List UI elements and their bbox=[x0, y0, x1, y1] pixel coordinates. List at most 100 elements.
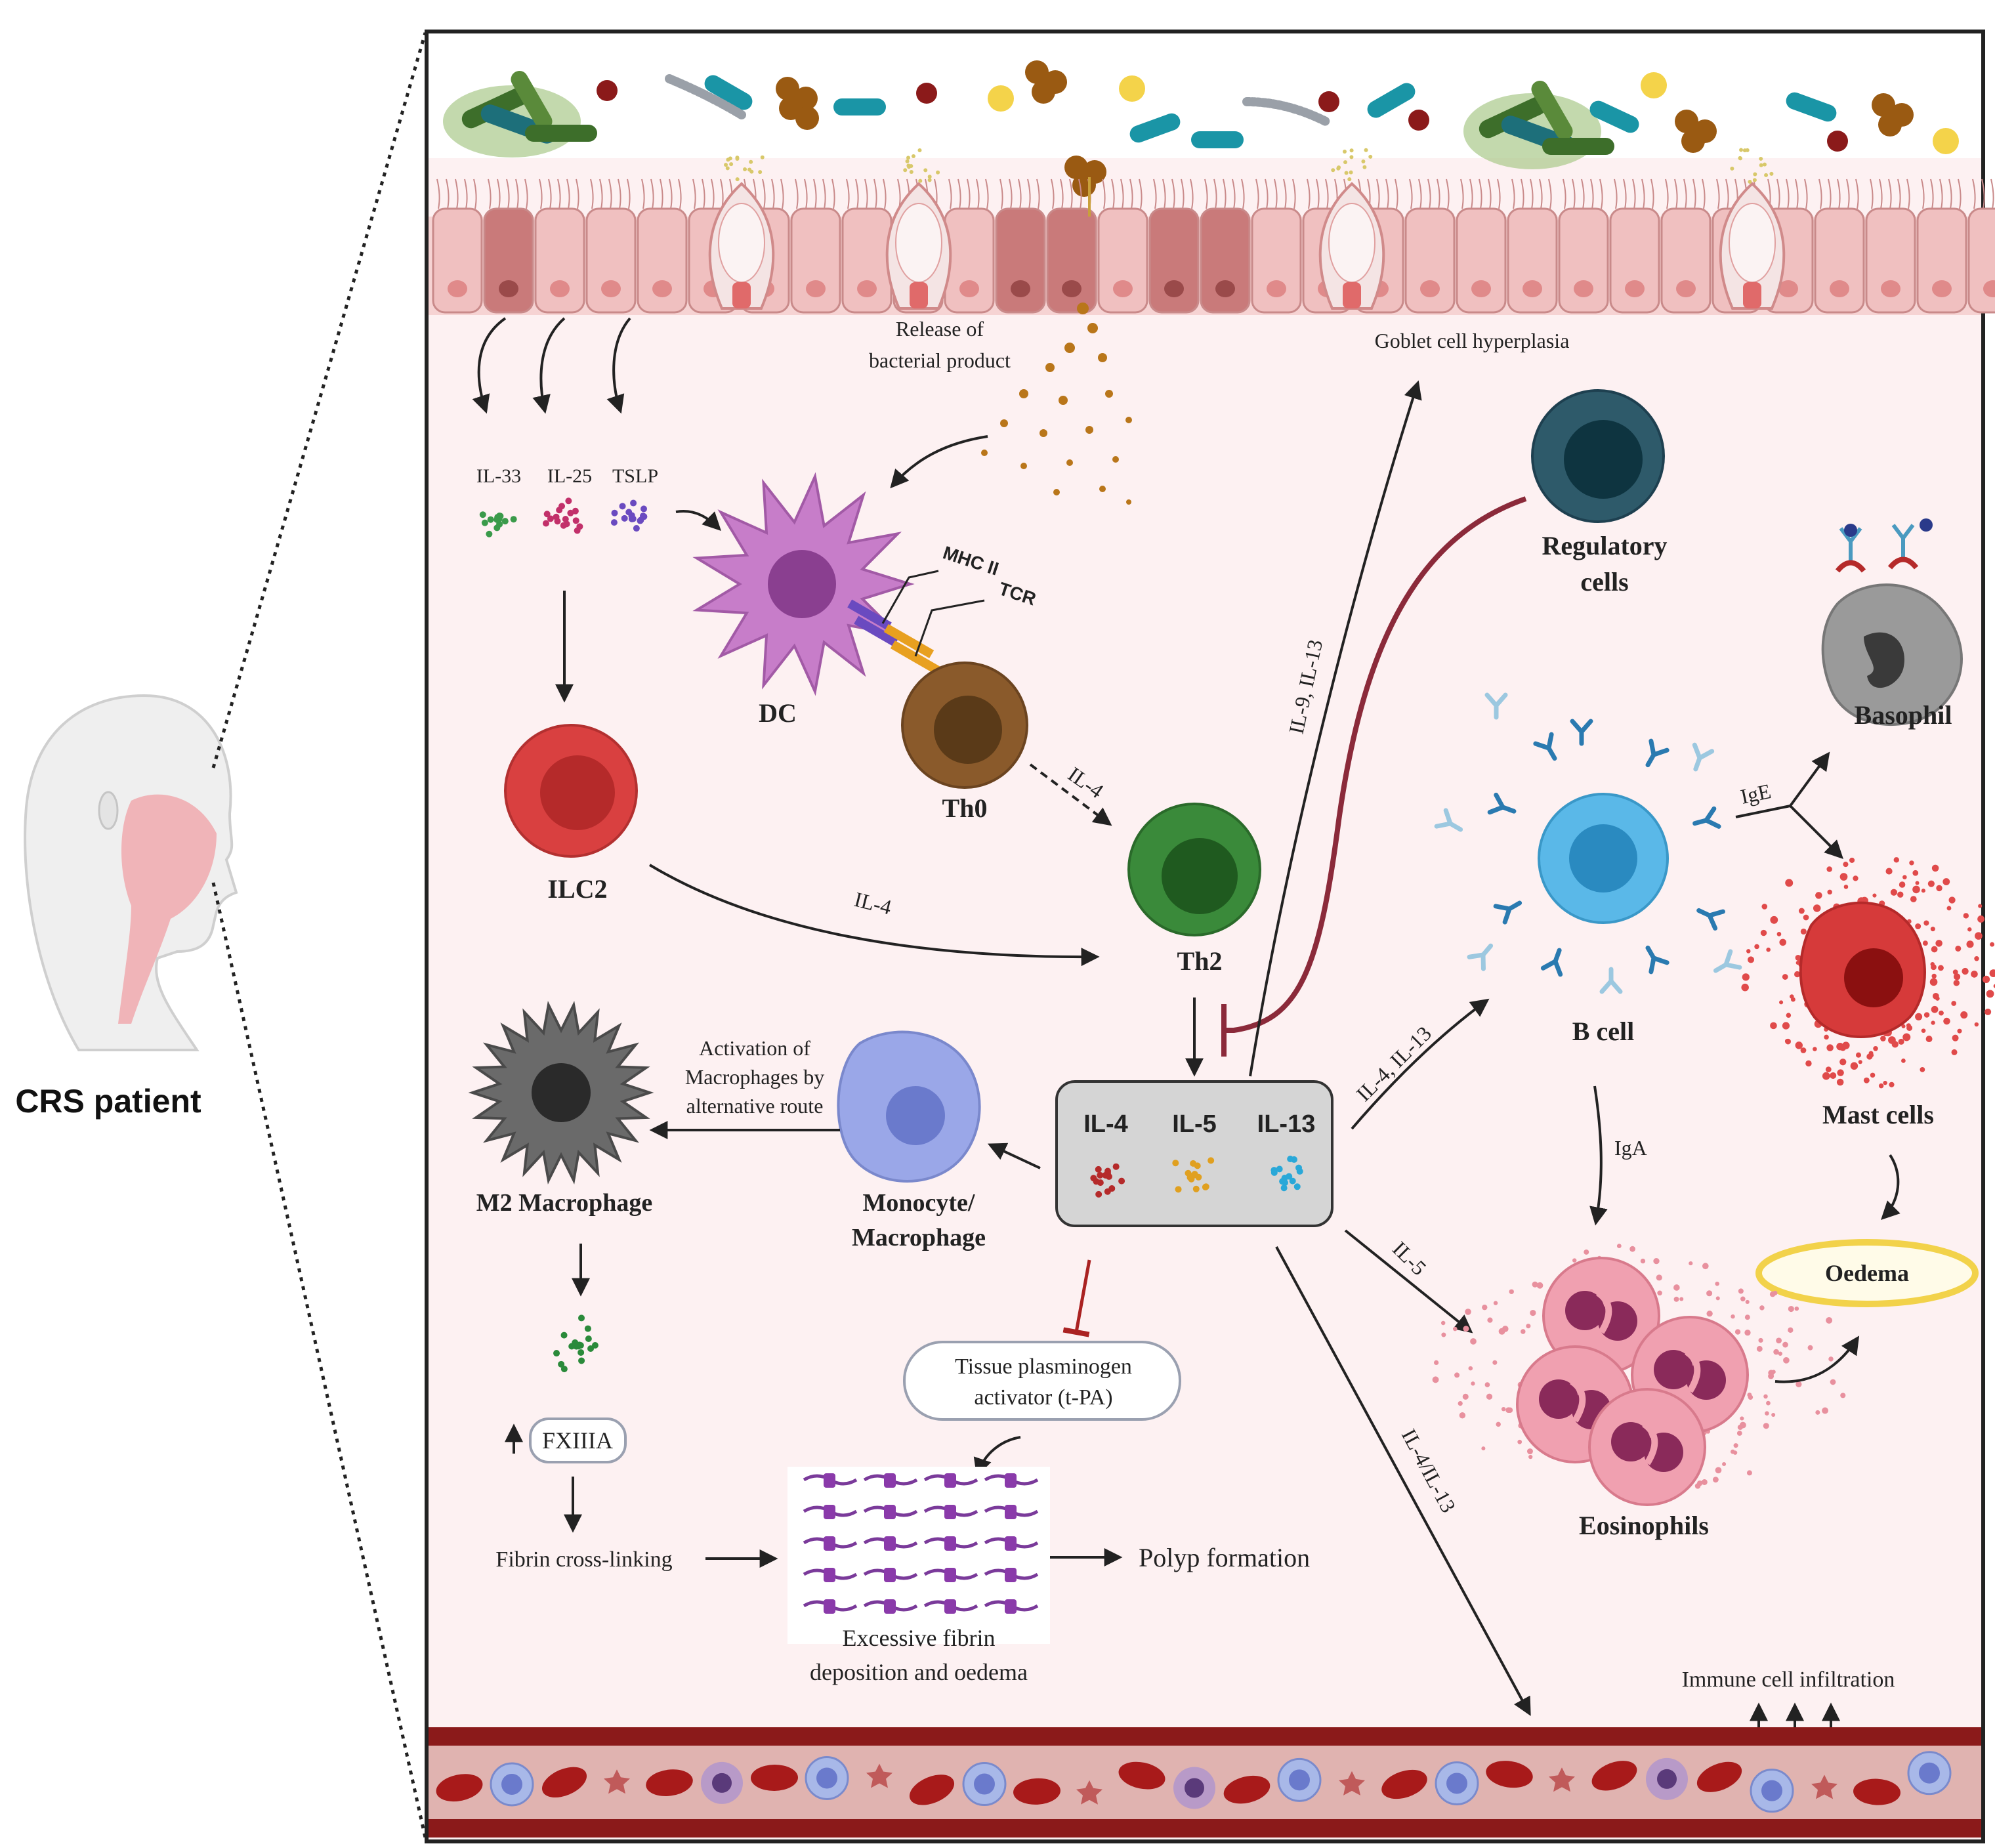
arrow-cytokines-infiltration bbox=[1275, 1246, 1531, 1716]
dc-label: DC bbox=[759, 698, 797, 728]
epithelial-cell bbox=[1916, 178, 1967, 314]
treg-inhibition-line bbox=[1224, 496, 1527, 1033]
zoom-line-top bbox=[211, 32, 427, 768]
goblet-cell bbox=[708, 155, 775, 310]
platelet bbox=[1549, 1767, 1575, 1792]
eosinophil-cell bbox=[1588, 1388, 1706, 1506]
epithelial-cell bbox=[995, 178, 1046, 314]
antibody-icon bbox=[1487, 792, 1517, 815]
antibody-icon bbox=[1570, 719, 1593, 746]
epithelial-cell bbox=[1404, 178, 1456, 314]
biofilm-left bbox=[443, 70, 597, 158]
antibody-icon bbox=[1645, 738, 1670, 768]
epithelial-cell bbox=[637, 178, 688, 314]
epithelial-cell bbox=[1251, 178, 1302, 314]
fibrin-deposition-label-line2: deposition and oedema bbox=[810, 1659, 1028, 1685]
red-blood-cell bbox=[646, 1769, 693, 1797]
monocyte-label-line2: Macrophage bbox=[852, 1224, 986, 1251]
microbe-cluster bbox=[1025, 60, 1067, 104]
epithelial-cell bbox=[432, 178, 483, 314]
th2-label: Th2 bbox=[1177, 946, 1223, 976]
arrow-epithelium-tslp bbox=[606, 317, 631, 414]
basophil-cell bbox=[1821, 518, 1963, 726]
antibody-icon bbox=[1692, 806, 1721, 829]
arrow-eosinophils-oedema bbox=[1774, 1335, 1860, 1383]
microbe-rod bbox=[704, 75, 753, 110]
monocyte-label-line1: Monocyte/ bbox=[863, 1189, 975, 1217]
epithelial-cell bbox=[790, 178, 841, 314]
red-blood-cell bbox=[1118, 1761, 1166, 1790]
arrow-ige-mast bbox=[1789, 805, 1843, 859]
box-il13-label: IL-13 bbox=[1257, 1110, 1316, 1138]
arrow-cytokines-monocyte bbox=[987, 1143, 1041, 1169]
platelet bbox=[1339, 1771, 1365, 1796]
red-blood-cell bbox=[541, 1767, 587, 1798]
epithelial-cell bbox=[1814, 178, 1865, 314]
red-blood-cell bbox=[1381, 1769, 1427, 1799]
tissue-panel bbox=[425, 30, 1985, 1843]
monocyte-cell bbox=[837, 1030, 981, 1183]
ilc2-cell bbox=[504, 724, 638, 858]
microbe-spore bbox=[988, 85, 1014, 112]
microbe-spore bbox=[1933, 128, 1959, 154]
box-il5-label: IL-5 bbox=[1172, 1110, 1217, 1138]
microbe-spore bbox=[1119, 75, 1145, 102]
arrow-cytokines-bcell bbox=[1351, 998, 1490, 1130]
goblet-cell bbox=[1318, 148, 1385, 310]
antibody-icon bbox=[1533, 732, 1557, 761]
antibody-icon bbox=[1692, 742, 1715, 772]
m2-macrophage-cell bbox=[468, 1001, 654, 1185]
dc-nucleus bbox=[768, 550, 836, 618]
activation-label-line3: alternative route bbox=[686, 1094, 824, 1118]
tslp-label: TSLP bbox=[612, 465, 658, 487]
microbe-rod bbox=[1589, 100, 1639, 133]
antibody-icon bbox=[1467, 943, 1494, 971]
il25-label: IL-25 bbox=[547, 465, 592, 487]
arrow-cytokines-eosinophils bbox=[1344, 1229, 1473, 1334]
red-blood-cell bbox=[1696, 1761, 1742, 1792]
microbe-cluster bbox=[1872, 93, 1914, 136]
antibody-icon bbox=[1599, 967, 1623, 994]
goblet-hyperplasia-label: Goblet cell hyperplasia bbox=[1375, 329, 1570, 352]
antibody-icon bbox=[1540, 948, 1563, 977]
red-blood-cell bbox=[436, 1774, 483, 1802]
regulatory-cell bbox=[1531, 389, 1665, 523]
bacterial-product-particles bbox=[981, 303, 1132, 505]
arrow-goblet-hyperplasia bbox=[1249, 380, 1422, 1077]
microbe-spirochete bbox=[665, 74, 746, 119]
vessel-wall-top bbox=[429, 1727, 1981, 1746]
treg-label-line1: Regulatory bbox=[1542, 531, 1667, 560]
arrow-ilc2-th2 bbox=[648, 864, 1100, 967]
oedema-ring bbox=[1755, 1239, 1979, 1307]
microbe-rod bbox=[1786, 92, 1837, 122]
th2-cell bbox=[1127, 803, 1261, 936]
th0-label: Th0 bbox=[942, 793, 988, 823]
mhc-pointer bbox=[881, 570, 939, 624]
oedema-label: Oedema bbox=[1825, 1260, 1909, 1286]
infiltration-label: Immune cell infiltration bbox=[1682, 1668, 1895, 1692]
red-blood-cell bbox=[909, 1774, 955, 1805]
arrow-th0-th2 bbox=[1029, 763, 1112, 826]
red-blood-cell bbox=[1223, 1775, 1270, 1804]
antibodies bbox=[1434, 692, 1742, 994]
epithelial-cell bbox=[1558, 178, 1609, 314]
b-cell bbox=[1538, 793, 1669, 924]
epithelial-cell bbox=[1200, 178, 1251, 314]
il33-dots bbox=[479, 511, 517, 537]
epithelial-cell bbox=[534, 178, 585, 314]
bacterial-release-label-line1: Release of bbox=[896, 317, 984, 341]
tpa-label-line2: activator (t-PA) bbox=[974, 1385, 1112, 1410]
eosinophil-cell bbox=[1542, 1257, 1660, 1375]
microbe-cluster bbox=[1675, 110, 1717, 153]
fxiiia-dots bbox=[553, 1314, 598, 1373]
polyp-label: Polyp formation bbox=[1139, 1543, 1310, 1572]
antibody-icon bbox=[1713, 949, 1742, 973]
arrow-bcell-eosinophils bbox=[1589, 1085, 1608, 1226]
epithelial-cell bbox=[1660, 178, 1712, 314]
epithelial-cell bbox=[1507, 178, 1558, 314]
goblet-cell bbox=[885, 148, 952, 310]
microbe-cluster bbox=[776, 77, 819, 130]
microbe-cocci bbox=[597, 80, 618, 101]
arrow-ige-basophil bbox=[1789, 751, 1830, 807]
fibrin-mesh bbox=[803, 1473, 1039, 1614]
